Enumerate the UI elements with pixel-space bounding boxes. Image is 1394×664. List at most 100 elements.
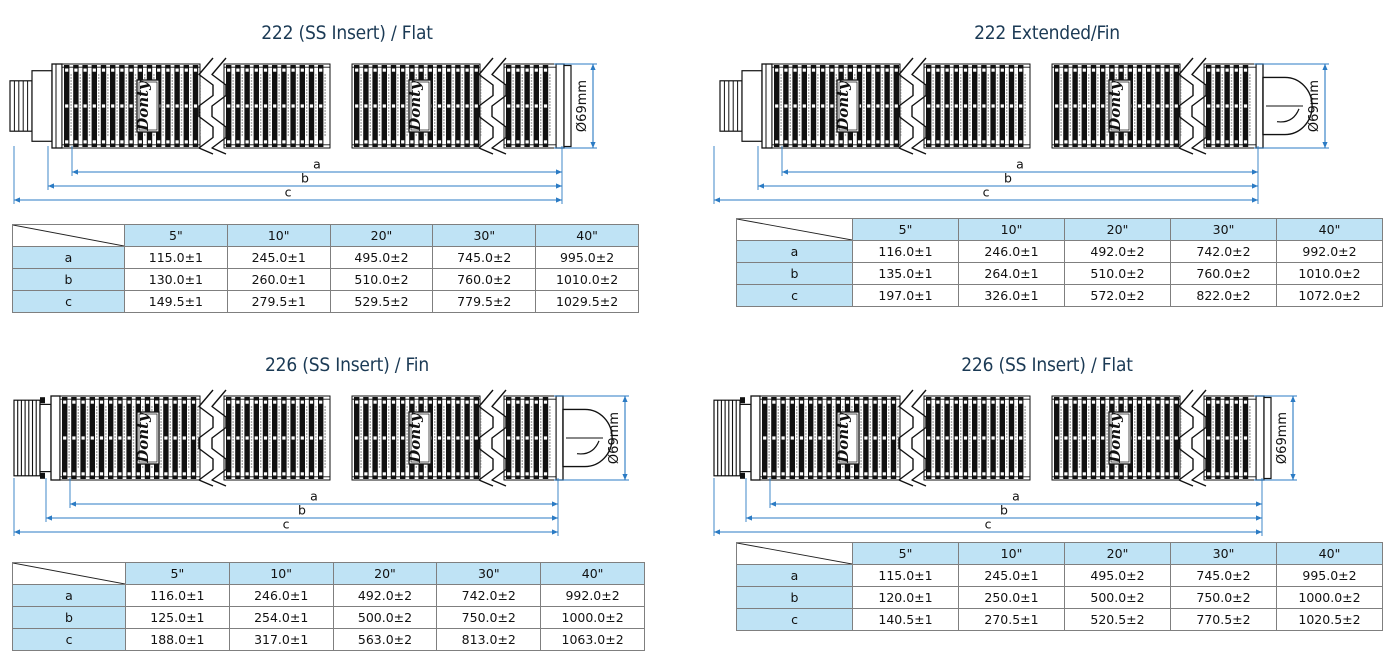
panel-title: 222 (SS Insert) / Flat — [261, 22, 433, 44]
table-cell: 563.0±2 — [332, 628, 438, 651]
table-cell: 813.0±2 — [436, 628, 542, 651]
col-header: 20" — [1064, 218, 1171, 241]
table-cell: 520.5±2 — [1064, 608, 1171, 631]
table-cell: 115.0±1 — [852, 564, 959, 587]
table-corner-cell — [736, 542, 853, 565]
table-header-row: 5" 10" 20" 30" 40" — [12, 562, 645, 585]
svg-text:b: b — [1004, 171, 1012, 186]
col-header: 5" — [125, 562, 230, 585]
row-label: b — [12, 268, 125, 291]
col-header: 30" — [432, 224, 537, 247]
svg-text:b: b — [1000, 503, 1008, 518]
col-header: 10" — [228, 562, 334, 585]
svg-text:Ø69mm: Ø69mm — [1307, 80, 1322, 132]
table-cell: 742.0±2 — [1170, 240, 1277, 263]
col-header: 5" — [124, 224, 228, 247]
col-header: 20" — [1064, 542, 1171, 565]
svg-text:Ø69mm: Ø69mm — [575, 80, 590, 132]
table-cell: 254.0±1 — [228, 606, 334, 629]
table-cell: 1000.0±2 — [1276, 586, 1383, 609]
col-header: 40" — [1276, 218, 1383, 241]
dimension-table: 5" 10" 20" 30" 40" a 116.0±1 246.0±1 492… — [12, 562, 645, 651]
svg-text:c: c — [983, 185, 990, 200]
col-header: 40" — [535, 224, 639, 247]
table-cell: 510.0±2 — [1064, 262, 1171, 285]
row-label: a — [12, 584, 126, 607]
table-cell: 750.0±2 — [1170, 586, 1277, 609]
svg-text:c: c — [283, 517, 290, 532]
table-cell: 1063.0±2 — [540, 628, 645, 651]
svg-text:a: a — [1012, 489, 1020, 504]
row-label: b — [12, 606, 126, 629]
table-cell: 1072.0±2 — [1276, 284, 1383, 307]
table-cell: 492.0±2 — [1064, 240, 1171, 263]
table-row: b 120.0±1 250.0±1 500.0±2 750.0±2 1000.0… — [736, 586, 1383, 609]
table-cell: 197.0±1 — [852, 284, 959, 307]
table-cell: 779.5±2 — [432, 290, 537, 313]
table-corner-cell — [12, 224, 125, 247]
table-cell: 995.0±2 — [535, 246, 639, 269]
table-row: c 140.5±1 270.5±1 520.5±2 770.5±2 1020.5… — [736, 608, 1383, 631]
table-row: b 125.0±1 254.0±1 500.0±2 750.0±2 1000.0… — [12, 606, 645, 629]
row-label: c — [12, 290, 125, 313]
table-cell: 745.0±2 — [432, 246, 537, 269]
table-cell: 760.0±2 — [1170, 262, 1277, 285]
col-header: 40" — [540, 562, 645, 585]
table-cell: 245.0±1 — [226, 246, 331, 269]
table-cell: 1010.0±2 — [1276, 262, 1383, 285]
table-row: c 149.5±1 279.5±1 529.5±2 779.5±2 1029.5… — [12, 290, 639, 313]
table-row: c 197.0±1 326.0±1 572.0±2 822.0±2 1072.0… — [736, 284, 1383, 307]
table-cell: 492.0±2 — [332, 584, 438, 607]
svg-text:b: b — [301, 171, 309, 186]
table-cell: 149.5±1 — [124, 290, 228, 313]
table-cell: 116.0±1 — [852, 240, 959, 263]
table-row: a 115.0±1 245.0±1 495.0±2 745.0±2 995.0±… — [736, 564, 1383, 587]
panel-title: 226 (SS Insert) / Fin — [265, 354, 429, 376]
table-cell: 495.0±2 — [329, 246, 434, 269]
row-label: b — [736, 586, 853, 609]
table-header-row: 5" 10" 20" 30" 40" — [736, 218, 1383, 241]
table-cell: 125.0±1 — [125, 606, 230, 629]
col-header: 5" — [852, 542, 959, 565]
svg-text:Ø69mm: Ø69mm — [1275, 412, 1290, 464]
svg-text:a: a — [310, 489, 318, 504]
table-cell: 495.0±2 — [1064, 564, 1171, 587]
table-cell: 742.0±2 — [436, 584, 542, 607]
table-cell: 245.0±1 — [958, 564, 1065, 587]
table-cell: 1029.5±2 — [535, 290, 639, 313]
table-row: a 116.0±1 246.0±1 492.0±2 742.0±2 992.0±… — [736, 240, 1383, 263]
svg-text:Donty: Donty — [834, 412, 852, 464]
col-header: 10" — [958, 218, 1065, 241]
row-label: c — [736, 284, 853, 307]
col-header: 40" — [1276, 542, 1383, 565]
table-cell: 992.0±2 — [1276, 240, 1383, 263]
svg-text:Ø69mm: Ø69mm — [607, 412, 622, 464]
row-label: c — [736, 608, 853, 631]
svg-text:Donty: Donty — [406, 80, 424, 132]
svg-text:Donty: Donty — [134, 80, 152, 132]
svg-text:a: a — [313, 157, 321, 172]
table-cell: 745.0±2 — [1170, 564, 1277, 587]
table-cell: 116.0±1 — [125, 584, 230, 607]
col-header: 20" — [332, 562, 438, 585]
table-cell: 246.0±1 — [228, 584, 334, 607]
table-row: b 135.0±1 264.0±1 510.0±2 760.0±2 1010.0… — [736, 262, 1383, 285]
table-cell: 770.5±2 — [1170, 608, 1277, 631]
table-cell: 1020.5±2 — [1276, 608, 1383, 631]
table-cell: 115.0±1 — [124, 246, 228, 269]
table-corner-cell — [12, 562, 126, 585]
table-cell: 500.0±2 — [1064, 586, 1171, 609]
table-cell: 822.0±2 — [1170, 284, 1277, 307]
panel-title: 226 (SS Insert) / Flat — [961, 354, 1133, 376]
svg-text:c: c — [285, 185, 292, 200]
svg-text:Donty: Donty — [1106, 412, 1124, 464]
